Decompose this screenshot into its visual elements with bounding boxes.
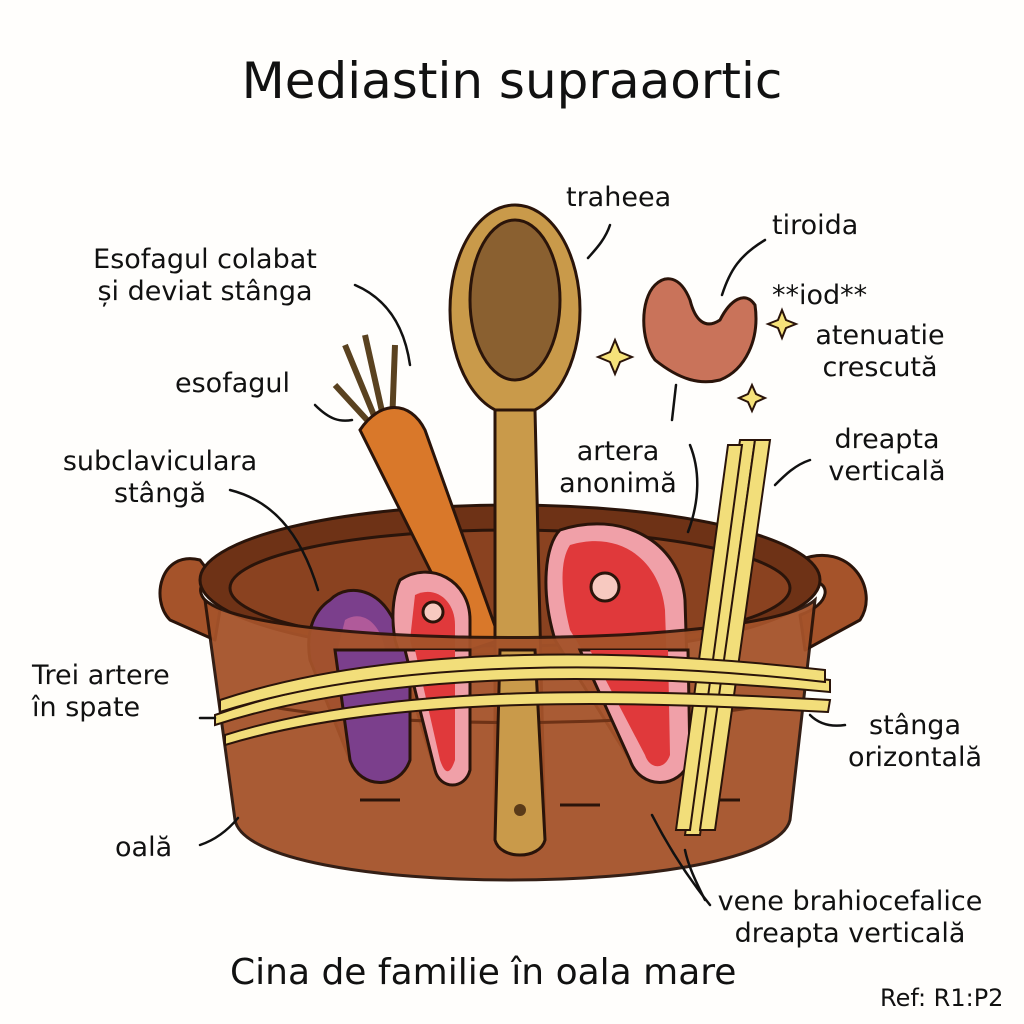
label-iod: **iod** xyxy=(772,280,868,311)
label-line: stânga xyxy=(869,710,961,741)
label-line: atenuatie xyxy=(815,320,945,351)
label-line: subclaviculara xyxy=(62,446,258,477)
label-line: artera xyxy=(576,436,660,467)
label-line: anonimă xyxy=(559,468,677,499)
label-esofagul: esofagul xyxy=(175,368,291,399)
page-title: Mediastin supraaortic xyxy=(241,52,783,110)
label-line: și deviat stânga xyxy=(97,276,313,307)
label-line: crescută xyxy=(822,352,938,383)
pasta-vertical xyxy=(674,439,772,836)
label-stanga-orizontala: stânga orizontală xyxy=(830,710,1000,774)
sparkle-icons xyxy=(595,307,799,414)
label-oala: oală xyxy=(115,832,173,863)
label-atenuatie: atenuatie crescută xyxy=(800,320,960,384)
label-subclaviculara: subclaviculara stângă xyxy=(50,446,270,510)
label-artera-anonima: artera anonimă xyxy=(548,436,688,500)
carrot-leaves xyxy=(332,334,398,435)
label-tiroida: tiroida xyxy=(772,210,859,241)
thyroid xyxy=(642,277,758,384)
label-line: orizontală xyxy=(847,742,983,773)
carrot xyxy=(358,406,502,652)
label-line: verticală xyxy=(828,456,946,487)
label-line: Trei artere xyxy=(32,660,170,691)
pasta-horizontal xyxy=(214,653,832,747)
label-line: stângă xyxy=(114,478,206,509)
label-esofag-colabat: Esofagul colabat și deviat stânga xyxy=(70,244,340,308)
label-line: dreapta xyxy=(834,424,940,455)
label-line: Esofagul colabat xyxy=(93,244,317,275)
reference-tag: Ref: R1:P2 xyxy=(880,984,1004,1012)
label-line: dreapta verticală xyxy=(734,918,966,949)
label-line: vene brahiocefalice xyxy=(717,886,983,917)
label-dreapta-verticala: dreapta verticală xyxy=(812,424,962,488)
caption: Cina de familie în oala mare xyxy=(230,952,737,993)
label-traheea: traheea xyxy=(566,182,672,213)
label-trei-artere: Trei artere în spate xyxy=(32,660,170,724)
label-vene-brahiocefalice: vene brahiocefalice dreapta verticală xyxy=(700,886,1000,950)
label-line: în spate xyxy=(32,692,141,723)
